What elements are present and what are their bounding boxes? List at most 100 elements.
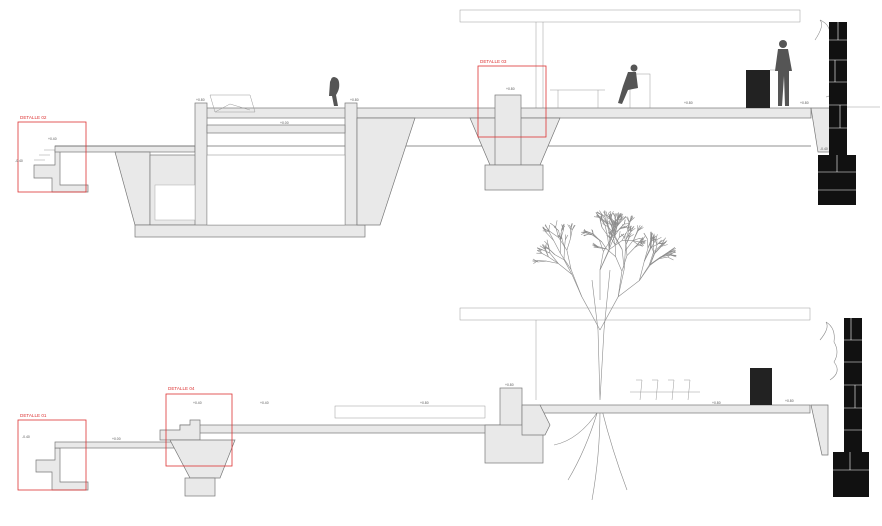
- tree-branch: [649, 253, 656, 266]
- tree-branch: [600, 213, 606, 217]
- tree-branch: [638, 244, 643, 246]
- tree-branch: [611, 224, 613, 236]
- tree-branch: [617, 269, 625, 297]
- tree-branch: [614, 225, 618, 237]
- tree-branch: [621, 249, 625, 270]
- tree-branch: [614, 237, 620, 246]
- tree-branch: [544, 245, 550, 250]
- tree-branch: [623, 250, 626, 270]
- pool-structure: [114, 102, 416, 238]
- tree-branch: [606, 248, 616, 257]
- level-mark: +0.80: [420, 401, 429, 405]
- level-mark: +0.80: [800, 101, 809, 105]
- tree-branch: [555, 220, 558, 228]
- tree-branch: [541, 253, 549, 258]
- tree-branch: [560, 230, 564, 240]
- detail-03-label: DETALLE 03: [480, 59, 507, 64]
- level-marks-bottom: -0.40 +0.00 +0.40 +0.40 +0.80 +0.80 +0.8…: [22, 383, 794, 441]
- tree-branch: [637, 226, 643, 232]
- tree-branch: [607, 215, 612, 220]
- tree-branch: [625, 239, 635, 251]
- tree-branch: [537, 248, 543, 251]
- level-mark: +0.40: [260, 401, 269, 405]
- tree-branch: [538, 248, 543, 254]
- tree-branch: [596, 211, 603, 216]
- tree-branch: [612, 219, 618, 225]
- terrace-slab-bottom: [54, 404, 811, 449]
- tree-branch: [611, 218, 614, 226]
- tree-branch: [543, 226, 547, 233]
- right-retaining-wall-bottom: [810, 321, 838, 456]
- tree-branch: [599, 251, 604, 271]
- tree-branch: [625, 223, 630, 227]
- tree-branch: [633, 231, 639, 240]
- tree-branch: [668, 252, 676, 254]
- tree-branch: [629, 217, 635, 222]
- tree-branch: [549, 253, 559, 264]
- tree-branch: [604, 216, 608, 225]
- tree-branch: [606, 217, 611, 220]
- tree-branch: [661, 244, 668, 247]
- level-mark: +0.80: [712, 401, 721, 405]
- kitchen-counter-top: [746, 69, 780, 108]
- tree-branch: [581, 296, 601, 331]
- tree-branch: [643, 233, 648, 240]
- table-and-chair: [550, 73, 651, 109]
- tree-branch: [607, 224, 612, 236]
- lounger-figure: [209, 94, 256, 113]
- level-mark: -0.40: [15, 159, 23, 163]
- tree-branch: [547, 244, 551, 254]
- tree-branch: [555, 226, 559, 238]
- tree-branch: [644, 248, 651, 262]
- tree-branch: [651, 235, 657, 241]
- stone-column-top: [818, 22, 856, 205]
- tree-branch: [630, 227, 636, 233]
- tree-branch: [593, 233, 600, 241]
- tree-branch: [632, 240, 639, 245]
- tree-branch: [608, 236, 615, 250]
- tree-branch: [600, 217, 603, 222]
- tree-branch: [660, 251, 670, 258]
- tree-branch: [570, 269, 583, 297]
- tree-branch: [659, 242, 664, 248]
- detail-04-box: DETALLE 04: [165, 386, 233, 467]
- tree-branch: [548, 231, 554, 241]
- tree-branch: [629, 226, 631, 232]
- tree-branch: [628, 227, 634, 232]
- tree-branch: [599, 240, 604, 252]
- tree-branch: [654, 239, 658, 245]
- tree-branch: [614, 220, 616, 226]
- tree-branch: [654, 246, 662, 254]
- tree-branch: [668, 248, 677, 252]
- tree-branch: [558, 234, 563, 240]
- tree-branch: [619, 233, 625, 238]
- pier-bottom-mid: [484, 387, 551, 464]
- tree-branch: [625, 231, 631, 240]
- tree-branch: [667, 252, 672, 258]
- tree-branch: [563, 259, 573, 275]
- tree-branch: [661, 237, 666, 245]
- tree-branch: [624, 223, 630, 225]
- tree-branch: [626, 247, 635, 256]
- tree-branch: [600, 218, 608, 225]
- tree-branch: [617, 216, 621, 220]
- tree-branch: [606, 211, 608, 217]
- tree-branch: [554, 254, 565, 260]
- tree-branch: [565, 234, 569, 240]
- tree-branch: [561, 225, 566, 231]
- tree-branch: [546, 232, 554, 241]
- level-mark: +0.00: [112, 437, 121, 441]
- tree-branch: [669, 254, 677, 258]
- tree-branch: [660, 254, 670, 258]
- tree-branch: [608, 234, 612, 250]
- pier-bottom-left: [169, 439, 236, 497]
- tree-branch: [639, 265, 651, 281]
- tree-branch: [583, 230, 588, 233]
- tree-branch: [610, 238, 616, 246]
- tree-branch: [659, 256, 668, 259]
- left-steps-top: [33, 149, 89, 193]
- tree-branch: [580, 232, 586, 235]
- section-top: [33, 9, 880, 238]
- level-mark: +0.80: [506, 87, 515, 91]
- tree-branch: [615, 256, 623, 272]
